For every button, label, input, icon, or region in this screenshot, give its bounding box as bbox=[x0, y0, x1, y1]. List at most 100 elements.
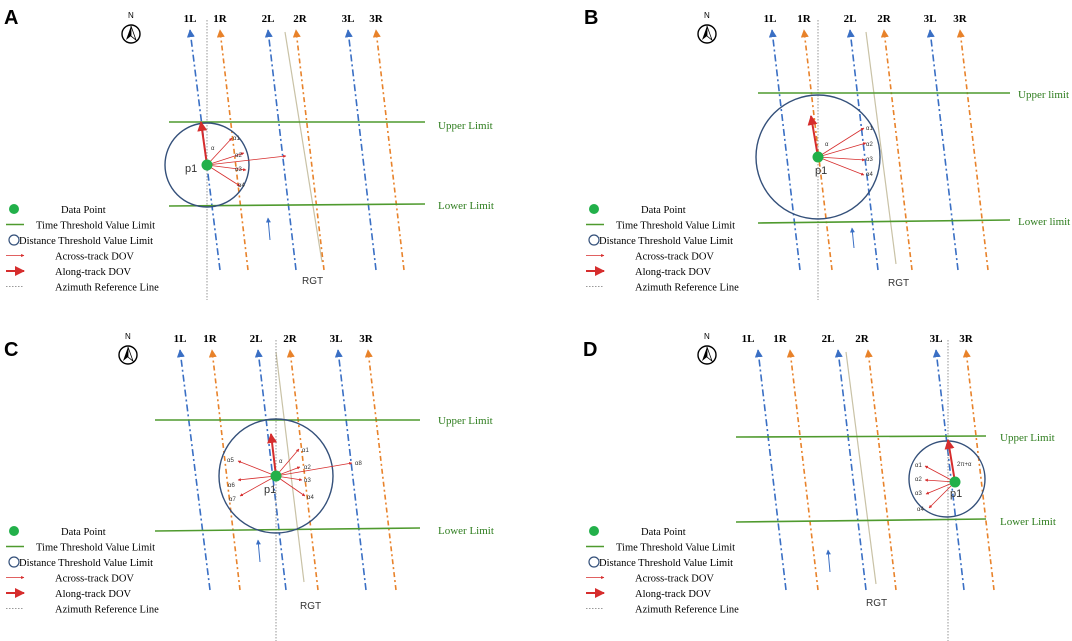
track-label: 1L bbox=[764, 13, 777, 25]
north-arrow-ring bbox=[697, 24, 717, 44]
rgt-line bbox=[845, 351, 877, 585]
legend-label: Distance Threshold Value Limit bbox=[599, 236, 733, 247]
legend-label: Along-track DOV bbox=[55, 589, 132, 600]
across-angle-label: α2 bbox=[866, 142, 873, 148]
track-line-2r bbox=[864, 349, 897, 591]
track-line-3l bbox=[334, 349, 367, 591]
small-direction-arrow bbox=[265, 217, 271, 241]
track-line-3r bbox=[956, 29, 989, 271]
track-line-2r bbox=[880, 29, 913, 271]
legend-label: Distance Threshold Value Limit bbox=[599, 558, 733, 569]
lower-limit-label: Lower limit bbox=[1018, 216, 1070, 228]
legend-label: Data Point bbox=[641, 527, 686, 538]
track-line-1l bbox=[768, 29, 801, 271]
along-track-dov-arrow bbox=[267, 433, 278, 477]
legend-label: Data Point bbox=[61, 205, 106, 216]
track-line-2r bbox=[286, 349, 319, 591]
track-label: 3R bbox=[953, 13, 968, 25]
lower-limit-label: Lower Limit bbox=[438, 200, 494, 212]
across-angle-label: α4 bbox=[238, 183, 245, 189]
across-angle-label: α1 bbox=[302, 448, 309, 454]
legend-label: Time Threshold Value Limit bbox=[616, 543, 735, 554]
north-arrow-left-half bbox=[702, 347, 707, 361]
legend-label: Across-track DOV bbox=[55, 252, 134, 263]
rgt-line bbox=[284, 31, 323, 263]
track-label: 1R bbox=[797, 13, 812, 25]
legend-swatch-data-point bbox=[589, 526, 599, 536]
across-angle-label: α2 bbox=[235, 153, 242, 159]
north-arrow-left-half bbox=[702, 26, 707, 40]
track-label: 3L bbox=[924, 13, 937, 25]
upper-limit-label: Upper limit bbox=[1018, 89, 1069, 101]
track-label: 1R bbox=[203, 333, 218, 345]
across-angle-label: α3 bbox=[866, 157, 873, 163]
north-arrow-icon bbox=[121, 24, 141, 44]
across-angle-label: α1 bbox=[233, 136, 240, 142]
track-line-3r bbox=[962, 349, 995, 591]
legend-label: Along-track DOV bbox=[635, 267, 712, 278]
track-line-1r bbox=[786, 349, 819, 591]
point-label: p1 bbox=[264, 484, 276, 496]
across-track-dov-arrow bbox=[206, 164, 247, 172]
across-track-dov-arrow bbox=[924, 465, 956, 483]
across-angle-label: α8 bbox=[355, 461, 362, 467]
track-label: 2L bbox=[262, 13, 275, 25]
across-track-dov-arrow bbox=[206, 152, 245, 166]
small-direction-arrow bbox=[849, 227, 855, 249]
legend-label: Distance Threshold Value Limit bbox=[19, 236, 153, 247]
legend-swatch-distance-threshold bbox=[588, 556, 600, 568]
panel-letter: A bbox=[4, 7, 18, 29]
across-angle-label: α4 bbox=[307, 495, 314, 501]
legend-swatch-distance-threshold bbox=[8, 556, 20, 568]
track-line-1l bbox=[754, 349, 787, 591]
across-angle-label: α3 bbox=[304, 478, 311, 484]
legend-label: Data Point bbox=[641, 205, 686, 216]
track-label: 2R bbox=[283, 333, 298, 345]
data-point-p1 bbox=[270, 470, 282, 482]
across-track-dov-arrow bbox=[817, 156, 865, 176]
across-track-dov-arrow bbox=[206, 164, 241, 187]
data-point-p1 bbox=[812, 151, 824, 163]
across-angle-label: α2 bbox=[915, 477, 922, 483]
legend-label: Along-track DOV bbox=[635, 589, 712, 600]
legend-swatch-data-point bbox=[589, 204, 599, 214]
track-label: 2L bbox=[844, 13, 857, 25]
rgt-label: RGT bbox=[302, 276, 323, 287]
legend-label: Across-track DOV bbox=[635, 252, 714, 263]
track-line-2l bbox=[264, 29, 297, 271]
alpha-label: α bbox=[825, 142, 829, 148]
track-label: 1L bbox=[174, 333, 187, 345]
track-line-2l bbox=[254, 349, 287, 591]
track-label: 3R bbox=[959, 333, 974, 345]
across-track-dov-arrow bbox=[237, 475, 277, 482]
across-track-dov-arrow bbox=[817, 156, 866, 162]
north-label: N bbox=[704, 332, 710, 341]
panel-letter: C bbox=[4, 339, 18, 361]
legend-label: Along-track DOV bbox=[55, 267, 132, 278]
across-angle-label: α2 bbox=[304, 465, 311, 471]
track-label: 2R bbox=[293, 13, 308, 25]
north-arrow-right-half bbox=[706, 346, 713, 363]
north-arrow-icon bbox=[697, 24, 717, 44]
north-arrow-right-half bbox=[706, 25, 713, 42]
track-line-1r bbox=[208, 349, 241, 591]
track-label: 3L bbox=[330, 333, 343, 345]
small-direction-arrow bbox=[255, 539, 261, 563]
upper-limit-line bbox=[735, 435, 987, 438]
legend-label: Azimuth Reference Line bbox=[635, 605, 739, 616]
north-arrow-right-half bbox=[127, 346, 134, 363]
track-line-1l bbox=[176, 349, 211, 591]
rgt-line bbox=[275, 351, 305, 583]
lower-limit-line bbox=[735, 518, 987, 523]
north-arrow-ring bbox=[697, 345, 717, 365]
north-arrow-right-half bbox=[130, 25, 137, 42]
track-label: 3R bbox=[369, 13, 384, 25]
north-arrow-left-half bbox=[126, 26, 131, 40]
lower-limit-label: Lower Limit bbox=[438, 525, 494, 537]
across-track-dov-arrow bbox=[817, 127, 865, 158]
north-arrow-ring bbox=[118, 345, 138, 365]
